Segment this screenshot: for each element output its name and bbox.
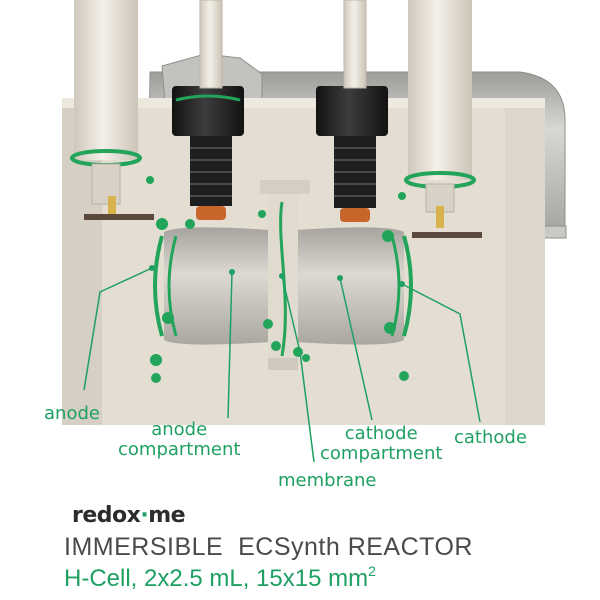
- right-block-shade: [505, 102, 545, 425]
- cathode-compartment-label-line1: cathode: [344, 423, 418, 444]
- anode-compartment-label: anode compartment: [118, 420, 240, 460]
- left-contact-pin: [108, 196, 116, 220]
- product-specs-text: H-Cell, 2x2.5 mL, 15x15 mm: [64, 565, 369, 592]
- brand-logo-dot-icon: ·: [140, 503, 149, 528]
- anode-left-electrode-oring: [167, 235, 178, 337]
- cathode-chamber: [296, 227, 404, 345]
- seal-dots: [146, 176, 409, 383]
- anode-chamber: [164, 227, 270, 345]
- product-specs-superscript: 2: [368, 563, 376, 579]
- membrane-line: [279, 201, 287, 357]
- brand-logo-part2: me: [148, 503, 186, 528]
- product-specs: H-Cell, 2x2.5 mL, 15x15 mm2: [64, 563, 376, 593]
- cathode-compartment-label: cathode compartment: [320, 424, 442, 464]
- anode-label: anode: [44, 403, 100, 424]
- membrane-leader: [281, 275, 315, 463]
- left-fitting-head: [172, 86, 244, 136]
- right-capillary: [343, 0, 367, 89]
- body-top-face: [62, 98, 545, 108]
- cathode-end-oring: [402, 235, 413, 337]
- left-slot: [84, 214, 154, 220]
- anode-compartment-label-line1: anode: [151, 419, 208, 440]
- cathode-label: cathode: [454, 427, 527, 448]
- left-capillary: [199, 0, 223, 89]
- cathode-leader: [401, 283, 481, 423]
- bottom-notch: [268, 358, 298, 370]
- right-fitting-head: [316, 86, 388, 136]
- brand-logo: redox·me: [72, 503, 186, 528]
- product-title: IMMERSIBLE ECSynth REACTOR: [64, 533, 473, 561]
- cathode-compartment-leader: [339, 277, 373, 421]
- anode-compartment-label-line2: compartment: [118, 439, 241, 460]
- anode-compartment-leader: [227, 271, 233, 419]
- left-fitting-tip: [196, 206, 226, 220]
- center-notch: [260, 180, 310, 194]
- right-fitting-tip: [340, 208, 370, 222]
- callout-lines: [83, 267, 481, 463]
- callout-dots: [149, 265, 405, 287]
- right-slot: [412, 232, 482, 238]
- right-electrode-tube: [408, 0, 472, 180]
- right-contact-pin: [436, 206, 444, 228]
- membrane-label: membrane: [278, 470, 377, 491]
- anode-end-oring: [153, 235, 164, 337]
- anode-leader: [83, 267, 153, 391]
- left-fitting-oring: [175, 94, 241, 102]
- left-fitting-ridges: [190, 147, 232, 197]
- brand-logo-part1: redox: [72, 503, 141, 528]
- cathode-compartment-label-line2: compartment: [320, 443, 443, 464]
- right-fitting-ridges: [334, 147, 376, 197]
- left-electrode-tube: [74, 0, 138, 160]
